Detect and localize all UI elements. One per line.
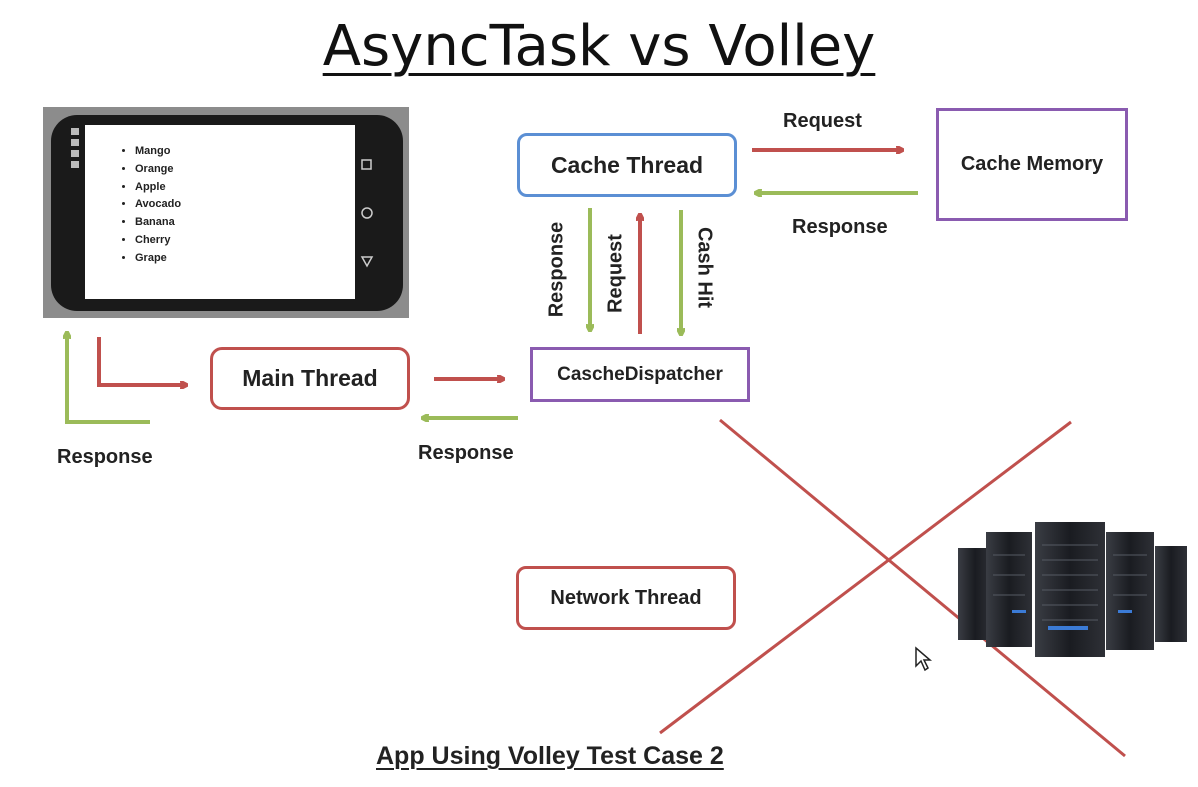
response-label-vertical: Response	[545, 221, 568, 318]
request-label-top: Request	[783, 110, 862, 132]
list-item: Banana	[135, 214, 181, 232]
main-thread-box: Main Thread	[210, 347, 410, 410]
response-to-phone-arrow	[67, 333, 150, 424]
cache-dispatcher-box: CascheDispatcher	[530, 347, 750, 402]
list-item: Apple	[135, 179, 181, 197]
phone-screen: Mango Orange Apple Avocado Banana Cherry…	[85, 125, 355, 299]
mouse-cursor-icon	[915, 646, 933, 672]
cross-line-1	[719, 418, 1126, 758]
list-item: Grape	[135, 250, 181, 268]
list-item: Avocado	[135, 196, 181, 214]
slide-footer: App Using Volley Test Case 2	[376, 742, 724, 770]
response-label-top: Response	[792, 216, 888, 238]
list-item: Mango	[135, 143, 181, 161]
list-item: Orange	[135, 161, 181, 179]
cache-memory-box: Cache Memory	[936, 108, 1128, 221]
list-item: Cherry	[135, 232, 181, 250]
cross-line-2	[659, 420, 1072, 735]
fruit-list: Mango Orange Apple Avocado Banana Cherry…	[119, 143, 181, 268]
cash-hit-label: Cash Hit	[693, 226, 716, 309]
slide-title: AsyncTask vs Volley	[322, 14, 876, 79]
request-label-vertical: Request	[604, 234, 627, 313]
response-label-middle: Response	[418, 442, 514, 464]
response-label-left: Response	[57, 446, 153, 468]
network-thread-box: Network Thread	[516, 566, 736, 630]
phone-status-icons	[71, 128, 83, 178]
cache-thread-box: Cache Thread	[517, 133, 737, 197]
phone-to-main-arrow	[97, 337, 186, 385]
